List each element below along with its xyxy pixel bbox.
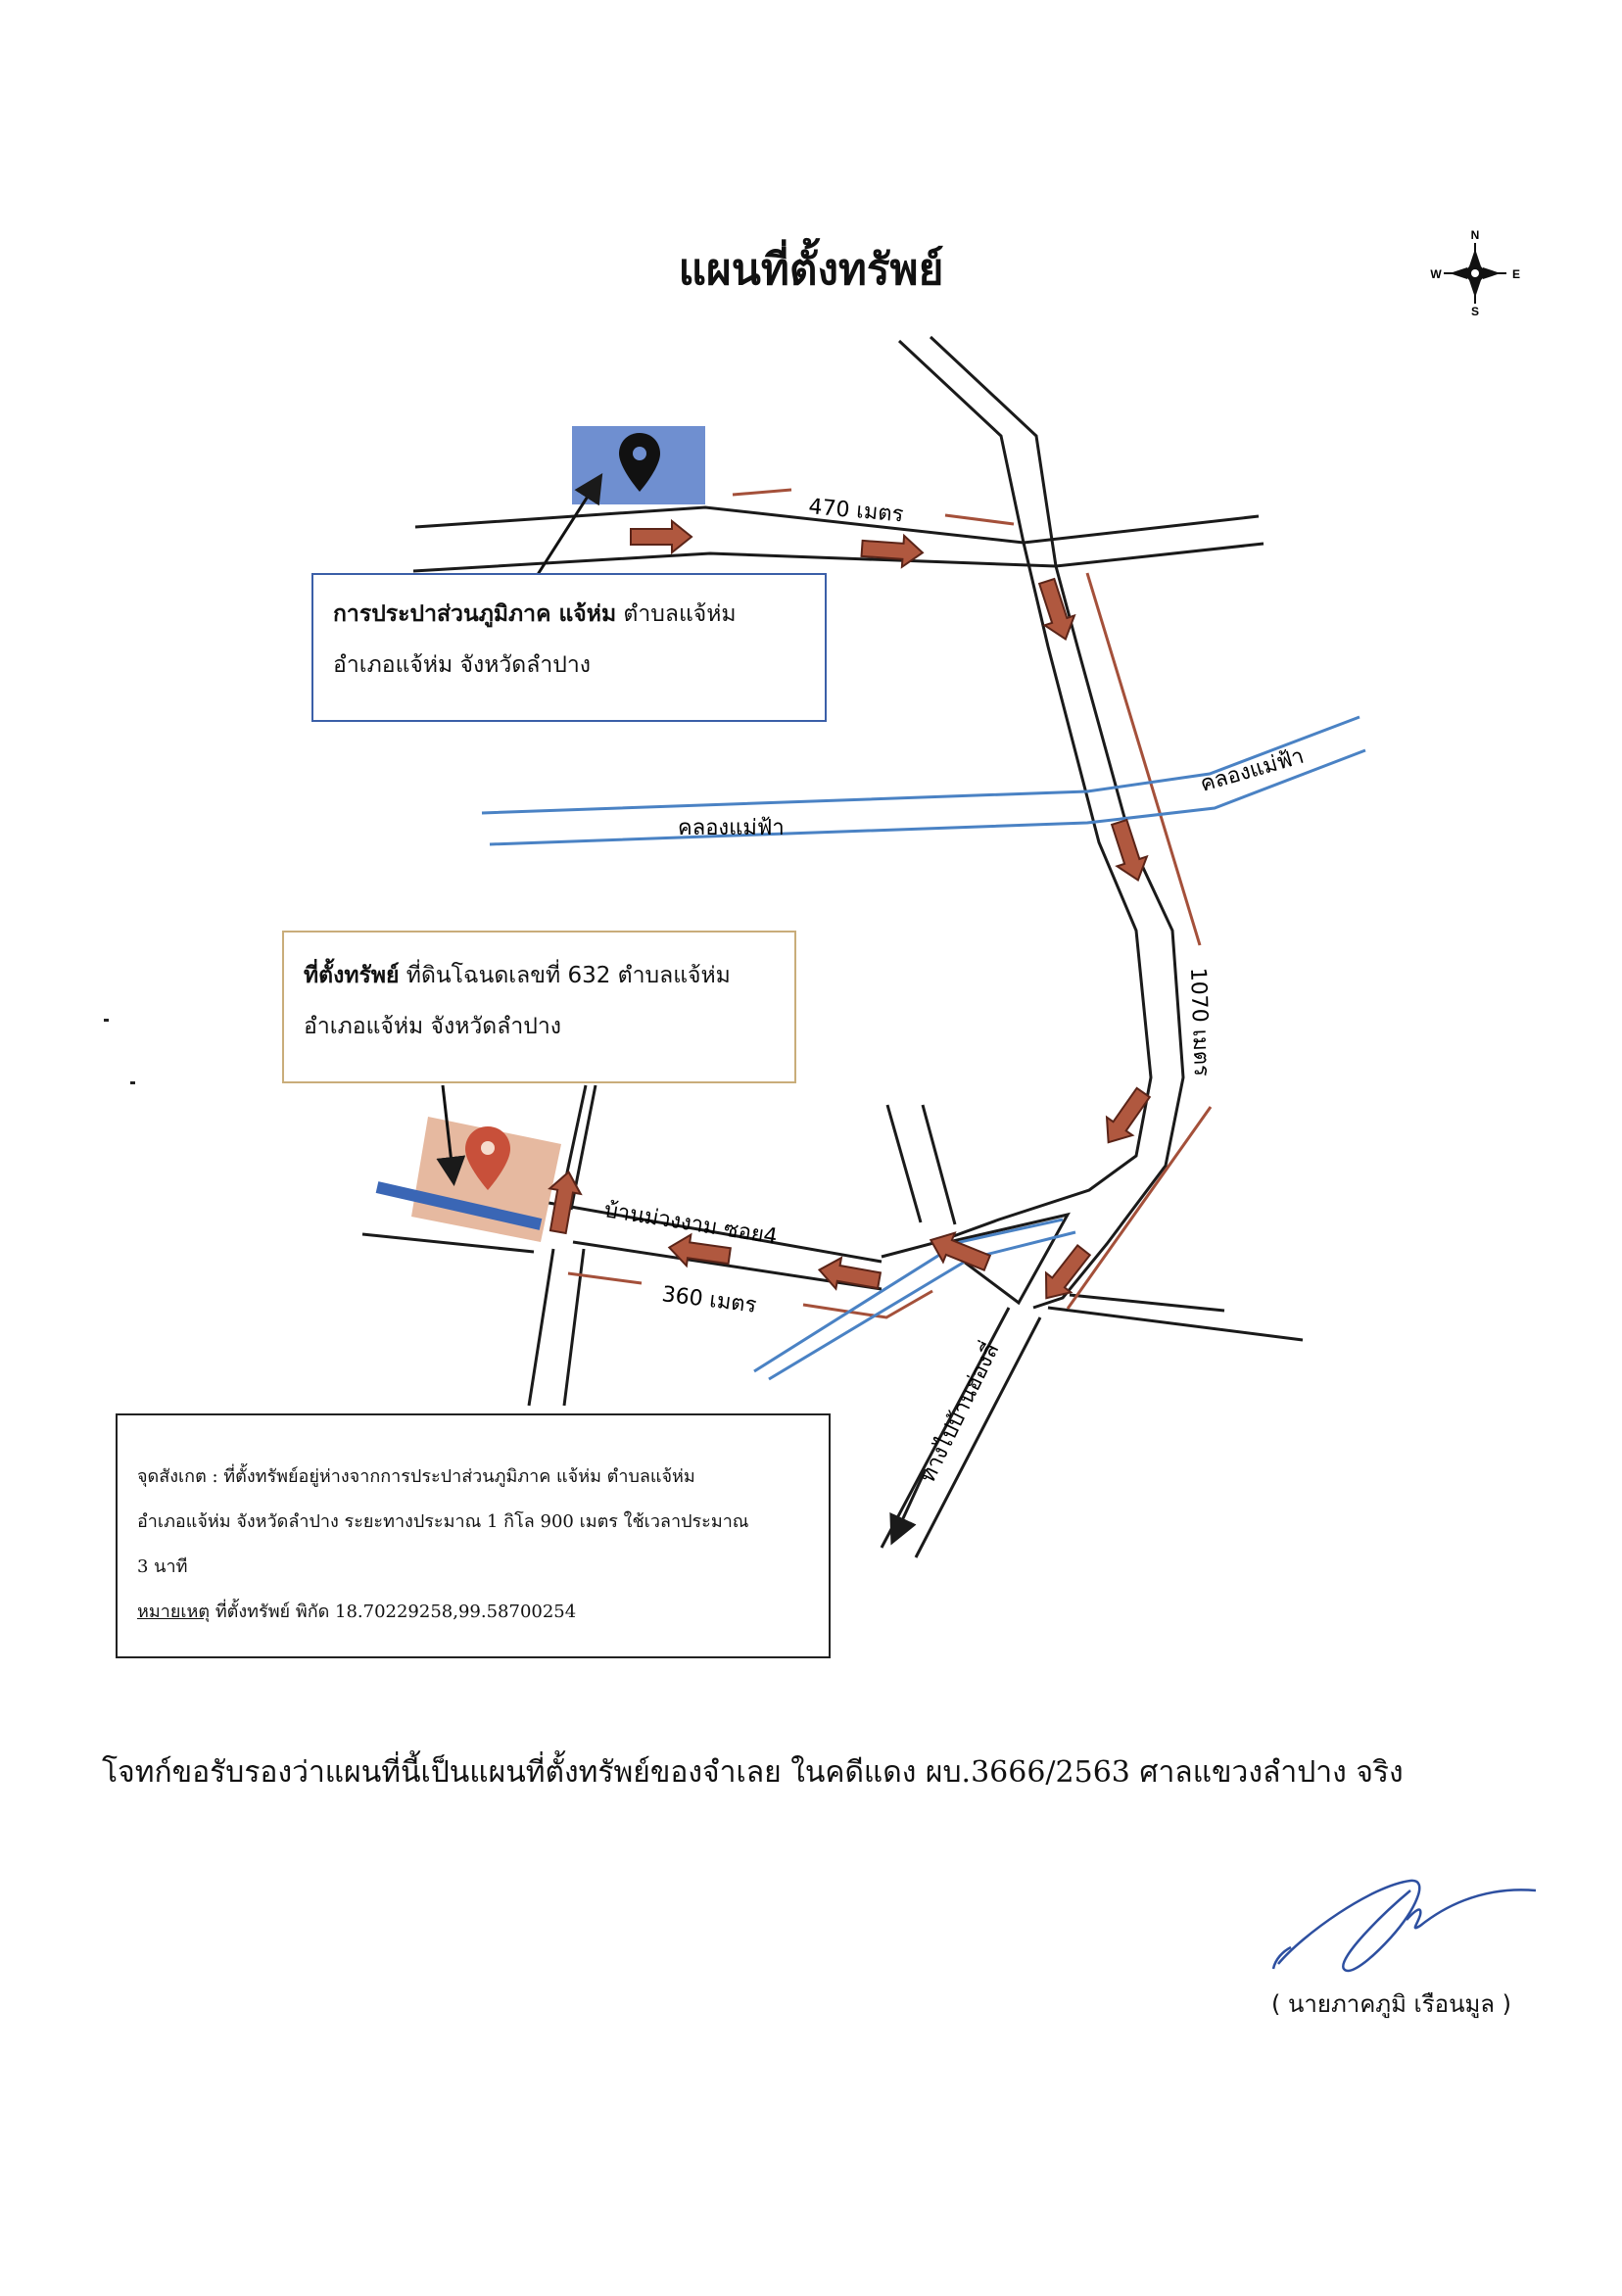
arrow-icon	[860, 533, 925, 569]
note-line-3: 3 นาที	[137, 1556, 188, 1577]
property-district: อำเภอแจ้ห่ม จังหวัดลำปาง	[304, 1014, 561, 1039]
route-arrows	[548, 518, 1152, 1300]
office-subdistrict: ตำบลแจ้ห่ม	[616, 601, 737, 627]
office-info-box: การประปาส่วนภูมิภาค แจ้ห่ม ตำบลแจ้ห่ม อำ…	[311, 573, 827, 722]
canal-label-2: คลองแม่ฟ้า	[1198, 744, 1307, 797]
arrow-icon	[667, 1232, 732, 1268]
arrow-icon	[1110, 818, 1149, 882]
office-location-marker	[535, 426, 705, 577]
page-title: แผนที่ตั้งทรัพย์	[678, 245, 944, 295]
property-info-box: ที่ตั้งทรัพย์ ที่ดินโฉนดเลขที่ 632 ตำบลแ…	[282, 931, 796, 1083]
arrow-icon	[1044, 1244, 1092, 1300]
canal-label-1: คลองแม่ฟ้า	[678, 816, 785, 840]
distance-label-360: 360 เมตร	[660, 1282, 758, 1318]
location-pin-icon	[619, 433, 660, 492]
note-line-1: จุดสังเกต : ที่ตั้งทรัพย์อยู่ห่างจากการป…	[137, 1466, 695, 1487]
office-name: การประปาส่วนภูมิภาค แจ้ห่ม	[333, 601, 617, 627]
scan-speck	[104, 1019, 109, 1022]
arrow-icon	[1105, 1086, 1152, 1144]
office-district: อำเภอแจ้ห่ม จังหวัดลำปาง	[333, 652, 591, 678]
arrow-icon	[817, 1256, 883, 1291]
note-box: จุดสังเกต : ที่ตั้งทรัพย์อยู่ห่างจากการป…	[116, 1413, 831, 1658]
arrow-icon	[929, 1231, 992, 1271]
property-location-marker	[375, 1084, 561, 1242]
scan-speck	[130, 1081, 135, 1084]
arrow-icon	[630, 518, 693, 555]
signature-image	[1271, 1879, 1537, 1972]
compass-e: E	[1512, 267, 1520, 281]
distance-label-470: 470 เมตร	[807, 495, 904, 527]
distance-label-1070: 1070 เมตร	[1185, 967, 1214, 1076]
arrow-icon	[548, 1170, 583, 1235]
distance-lines	[567, 488, 1213, 1319]
note-line-2: อำเภอแจ้ห่ม จังหวัดลำปาง ระยะทางประมาณ 1…	[137, 1511, 749, 1532]
compass-w: W	[1430, 267, 1442, 281]
location-pin-icon	[465, 1126, 510, 1190]
remark-text: ที่ตั้งทรัพย์ พิกัด 18.70229258,99.58700…	[210, 1602, 577, 1622]
compass-rose-icon: N S W E	[1430, 228, 1520, 318]
property-deed: ที่ดินโฉนดเลขที่ 632 ตำบลแจ้ห่ม	[399, 963, 731, 988]
property-label: ที่ตั้งทรัพย์	[304, 963, 400, 988]
arrow-icon	[1037, 577, 1076, 641]
remark-label: หมายเหตุ	[137, 1602, 211, 1622]
signer-name: ( นายภาคภูมิ เรือนมูล )	[1271, 1990, 1511, 2018]
certification-text: โจทก์ขอรับรองว่าแผนที่นี้เป็นแผนที่ตั้งท…	[102, 1755, 1404, 1790]
compass-n: N	[1471, 228, 1480, 242]
roads	[361, 335, 1304, 1558]
compass-s: S	[1471, 305, 1479, 318]
